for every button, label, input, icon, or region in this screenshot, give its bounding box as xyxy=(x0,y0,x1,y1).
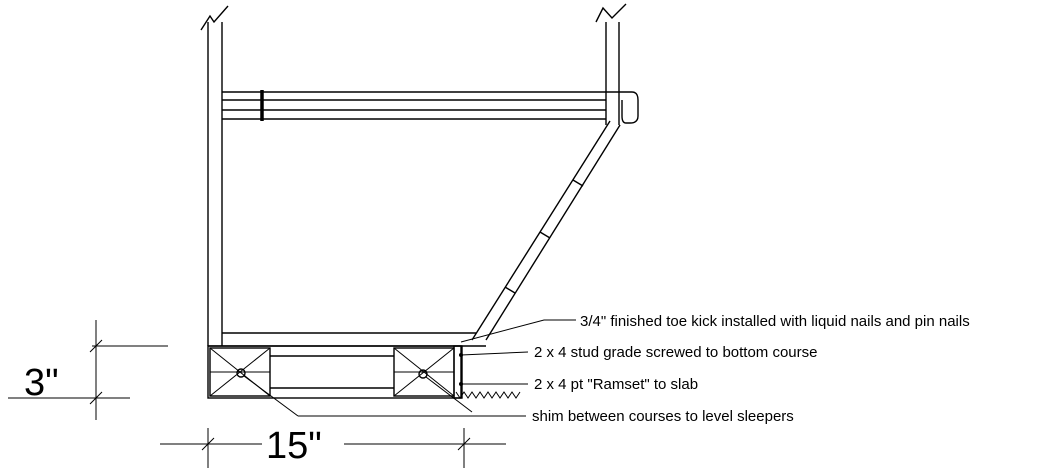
callout-ramset: 2 x 4 pt "Ramset" to slab xyxy=(534,376,698,393)
height-dimension-label: 3" xyxy=(24,362,59,404)
height-dimension xyxy=(8,320,168,420)
right-side-panel xyxy=(595,3,627,125)
left-side-panel xyxy=(200,5,229,346)
width-dimension-label: 15" xyxy=(266,425,322,467)
leader-lines xyxy=(243,319,576,417)
cabinet-bottom xyxy=(208,332,486,347)
callout-stud: 2 x 4 stud grade screwed to bottom cours… xyxy=(534,344,817,361)
width-dimension xyxy=(160,428,506,468)
callout-toe-kick: 3/4" finished toe kick installed with li… xyxy=(580,313,970,330)
diagonal-brace xyxy=(471,120,621,341)
callout-shim: shim between courses to level sleepers xyxy=(532,408,794,425)
toe-kick-base xyxy=(207,345,521,399)
shelf-rail xyxy=(222,90,639,124)
